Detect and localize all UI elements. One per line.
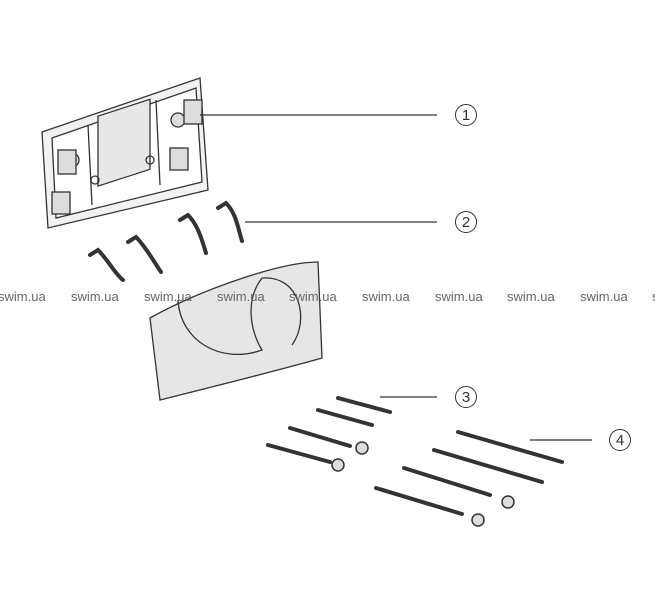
screws-set-4 xyxy=(374,430,564,527)
watermark: swim.ua xyxy=(144,289,192,304)
watermark: swim.ua xyxy=(652,289,655,304)
watermark: swim.ua xyxy=(507,289,555,304)
watermark: swim.ua xyxy=(289,289,337,304)
watermark: swim.ua xyxy=(217,289,265,304)
watermark: swim.ua xyxy=(362,289,410,304)
callout-3: 3 xyxy=(455,386,477,408)
actuator-plate xyxy=(149,261,323,401)
callout-4: 4 xyxy=(609,429,631,451)
mounting-frame xyxy=(41,77,209,229)
screws-set-3 xyxy=(266,396,392,472)
watermark: swim.ua xyxy=(435,289,483,304)
watermark: swim.ua xyxy=(0,289,46,304)
callout-1: 1 xyxy=(455,104,477,126)
clips xyxy=(88,200,244,282)
watermark: swim.ua xyxy=(71,289,119,304)
callout-2: 2 xyxy=(455,211,477,233)
watermark: swim.ua xyxy=(580,289,628,304)
